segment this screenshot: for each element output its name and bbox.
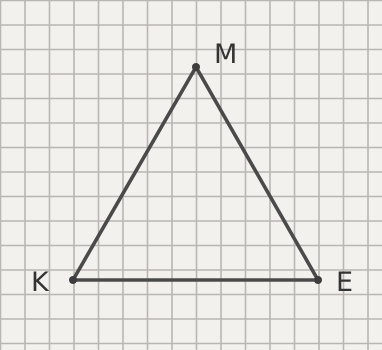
vertex-e-label: E	[336, 267, 353, 298]
vertices	[69, 63, 322, 284]
edge-km	[71, 65, 198, 282]
vertex-m-point	[192, 63, 200, 71]
vertex-k-point	[69, 276, 77, 284]
vertex-labels: M K E	[31, 39, 353, 298]
edge-me	[194, 65, 320, 282]
vertex-e-point	[314, 276, 322, 284]
vertex-k-label: K	[31, 267, 50, 298]
triangle-kme	[71, 65, 320, 282]
vertex-m-label: M	[214, 39, 237, 70]
